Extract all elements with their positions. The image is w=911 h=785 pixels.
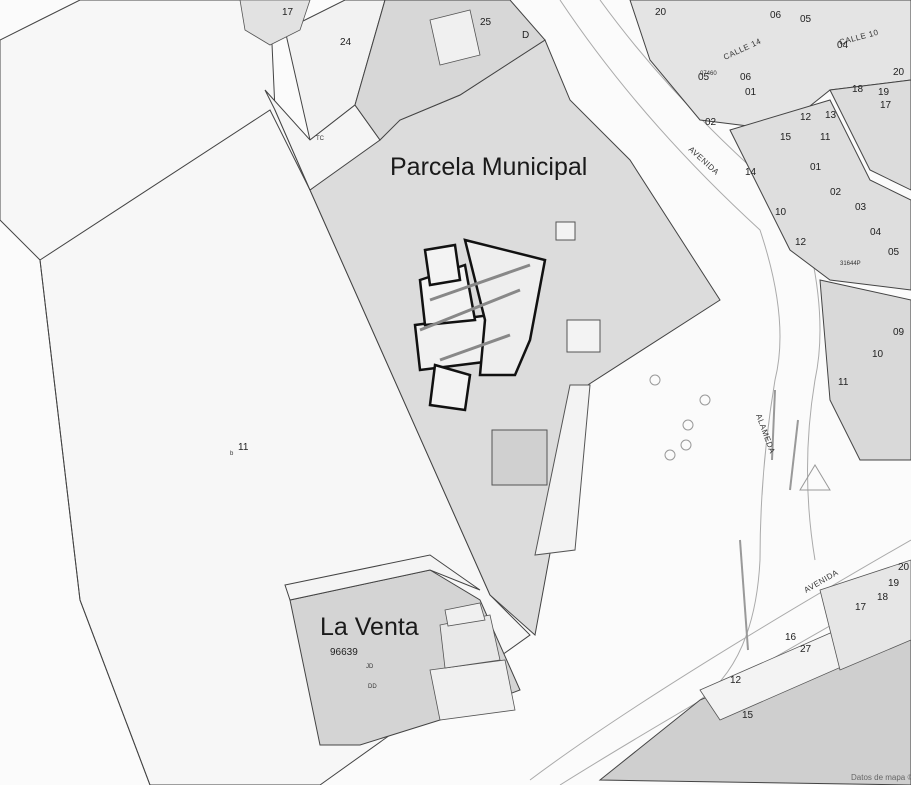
venta-building[interactable]	[429, 659, 516, 721]
parcel-boundary	[39, 259, 151, 785]
street-avenida-top: AVENIDA	[687, 145, 721, 177]
road-strip	[771, 389, 776, 461]
block-number: 06	[740, 72, 752, 83]
block-number: 12	[800, 112, 812, 123]
block-number: 12	[795, 237, 807, 248]
outbuilding-strip[interactable]	[534, 384, 591, 556]
venta-building[interactable]	[444, 602, 486, 627]
parcel-24-label: 24	[340, 37, 352, 48]
building-hatch	[419, 288, 521, 332]
building[interactable]	[428, 363, 472, 412]
block-number: 04	[870, 227, 882, 238]
road-avenida-curve	[559, 0, 781, 701]
block-number: 07460	[700, 71, 717, 77]
block-number: 18	[877, 592, 889, 603]
roundabout-island	[799, 464, 831, 491]
parcel-25-label: 25	[480, 17, 492, 28]
tree	[699, 394, 711, 406]
block-number: 06	[770, 10, 782, 21]
outbuilding[interactable]	[491, 429, 548, 486]
block-number: 14	[745, 167, 757, 178]
block-number: 10	[775, 207, 787, 218]
block-number: 19	[878, 87, 890, 98]
block-bottom-right-parcels[interactable]	[819, 559, 911, 671]
block-number: 13	[825, 110, 837, 121]
block-number: 12	[730, 675, 742, 686]
road-avenida-curve	[599, 0, 821, 561]
venta-code1: JD	[366, 664, 374, 670]
road-strip	[739, 539, 749, 651]
parcel-boundary	[39, 109, 311, 261]
block-number: 31644P	[840, 261, 861, 267]
tree	[680, 439, 692, 451]
tree	[682, 419, 694, 431]
road-strip	[789, 419, 799, 491]
block-number: 05	[888, 247, 900, 258]
parcel-17[interactable]	[239, 0, 311, 46]
block-number: 20	[893, 67, 905, 78]
block-number: 20	[898, 562, 910, 573]
block-number: 11	[838, 377, 849, 388]
building-25[interactable]	[429, 9, 481, 66]
block-number: 02	[705, 117, 717, 128]
block-number: 01	[810, 162, 822, 173]
tree	[664, 449, 676, 461]
block-number: 16	[785, 632, 797, 643]
block-number: 11	[820, 132, 831, 143]
venta-boundary	[284, 554, 481, 601]
building-hatch	[439, 333, 511, 362]
parcel-11-label: 11	[238, 442, 249, 453]
parcel-grey-top[interactable]	[354, 0, 546, 141]
la-venta-label: La Venta	[320, 613, 419, 641]
block-number: 04	[837, 40, 849, 51]
tree	[649, 374, 661, 386]
block-number: 09	[893, 327, 905, 338]
tc-label: TC	[316, 136, 325, 142]
road-avenida-bottom	[529, 539, 911, 781]
building[interactable]	[463, 238, 547, 377]
block-number: 05	[698, 72, 710, 83]
venta-ref: 96639	[330, 647, 358, 658]
outbuilding[interactable]	[555, 221, 576, 241]
block-right-1[interactable]	[729, 99, 911, 291]
parcela-municipal-label: Parcela Municipal	[390, 153, 587, 181]
block-right-2[interactable]	[819, 279, 911, 461]
building[interactable]	[423, 243, 462, 287]
block-number: 17	[855, 602, 867, 613]
block-number: 05	[800, 14, 812, 25]
block-number: 15	[742, 710, 754, 721]
block-number: 10	[872, 349, 884, 360]
block-number: 27	[800, 644, 812, 655]
venta-code2: DD	[368, 684, 377, 690]
block-number: 03	[855, 202, 867, 213]
block-number: 19	[888, 578, 900, 589]
building-hatch	[429, 263, 531, 302]
parcel-17-label: 17	[282, 7, 294, 18]
block-top-right-2[interactable]	[829, 79, 911, 191]
d-label: D	[522, 30, 529, 41]
block-number: 18	[852, 84, 864, 95]
block-numbers: 20 06 05 04 02 20 18 19 17 05 06 01 14 1…	[655, 7, 910, 721]
map-attribution[interactable]: Datos de mapa ©	[851, 773, 911, 782]
block-number: 02	[830, 187, 842, 198]
block-number: 20	[655, 7, 667, 18]
outbuilding[interactable]	[566, 319, 601, 353]
block-number: 17	[880, 100, 892, 111]
parcel-11-prefix: b	[230, 451, 234, 457]
block-number: 15	[780, 132, 792, 143]
block-number: 01	[745, 87, 757, 98]
